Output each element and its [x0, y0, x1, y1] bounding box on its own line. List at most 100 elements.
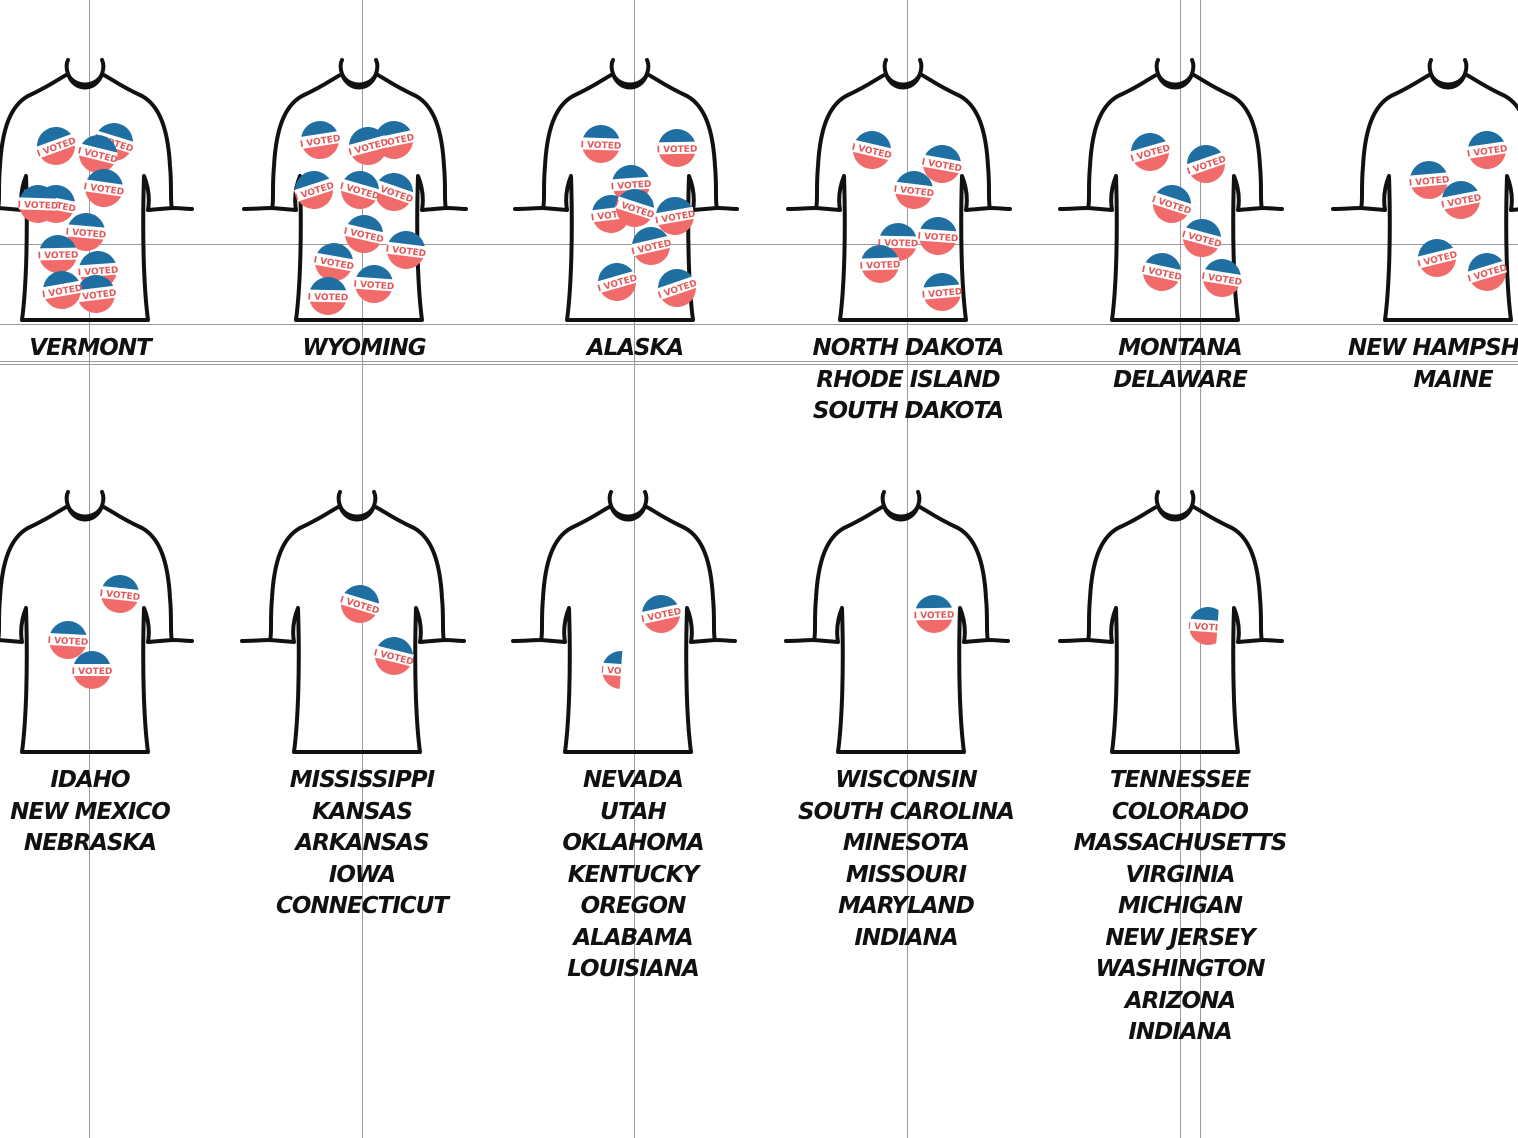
state-label-list: Vermont [0, 333, 250, 365]
i-voted-sticker-icon: I VOTED [1408, 161, 1450, 199]
svg-text:I VOTED: I VOTED [1187, 622, 1228, 635]
i-voted-sticker-icon: I VOTED [1141, 253, 1183, 291]
i-voted-sticker-icon: I VOTED [1187, 607, 1228, 645]
tshirt-outline [1331, 58, 1518, 322]
state-name: Utah [600, 798, 667, 825]
svg-text:I VOTED: I VOTED [657, 145, 698, 156]
i-voted-sticker-icon: I VOTED [338, 585, 380, 623]
state-name: Montana [1118, 335, 1242, 361]
state-label-list: New HampshireMaine [1293, 333, 1518, 396]
tshirt-icon: I VOTED [784, 490, 1010, 754]
i-voted-sticker-icon: I VOTED [1417, 239, 1458, 277]
i-voted-sticker-icon: I VOTED [313, 243, 355, 281]
state-name: Missouri [845, 861, 967, 888]
tshirt-outline [784, 490, 1010, 754]
state-name: Rhode Island [816, 366, 1000, 393]
state-name: Tennessee [1109, 767, 1251, 793]
state-label-list: NevadaUtahOklahomaKentuckyOregonAlabamaL… [473, 765, 793, 986]
tshirt-outline [513, 58, 739, 322]
i-voted-sticker-icon: I VOTED [630, 227, 672, 265]
state-name: Mississippi [289, 767, 435, 793]
state-name: Maryland [838, 893, 975, 919]
svg-text:I VOTED: I VOTED [99, 589, 141, 603]
state-label-list: IdahoNew MexicoNebraska [0, 765, 250, 860]
state-label-list: North DakotaRhode IslandSouth Dakota [748, 333, 1068, 428]
i-voted-sticker-icon: I VOTED [343, 215, 385, 253]
svg-text:I VOTED: I VOTED [308, 293, 349, 304]
state-name: New Hampshire [1348, 335, 1518, 361]
i-voted-sticker-icon: I VOTED [1150, 185, 1192, 223]
i-voted-sticker-icon: I VOTED [860, 245, 901, 283]
i-voted-sticker-icon: I VOTED [1440, 181, 1482, 219]
tshirt-icon: I VOTED I VOTED I VOTED [0, 490, 194, 754]
i-voted-sticker-icon: I VOTED [72, 651, 113, 689]
state-name: Indiana [1128, 1019, 1232, 1045]
svg-text:I VOTED: I VOTED [72, 667, 113, 677]
state-name: Minesota [842, 830, 970, 856]
i-voted-sticker-icon: I VOTED [353, 265, 395, 303]
state-name: Connecticut [275, 893, 449, 919]
i-voted-sticker-icon: I VOTED [47, 621, 88, 659]
tshirt-outline [0, 490, 194, 754]
i-voted-sticker-icon: I VOTED [657, 129, 698, 167]
tshirt-icon: I VOTED I VOTED [511, 490, 737, 754]
i-voted-sticker-icon: I VOTED [339, 171, 380, 209]
i-voted-sticker-icon: I VOTED [1181, 219, 1222, 257]
i-voted-sticker-icon: I VOTED [1201, 259, 1243, 297]
state-label-list: WisconsinSouth CarolinaMinesotaMissouriM… [746, 765, 1066, 954]
i-voted-sticker-icon: I VOTED [17, 185, 58, 223]
i-voted-sticker-icon: I VOTED [36, 127, 78, 165]
state-name: Nevada [583, 767, 684, 793]
i-voted-sticker-icon: I VOTED [613, 189, 655, 227]
svg-text:I VOTED: I VOTED [385, 245, 427, 260]
svg-text:I VOTED: I VOTED [17, 200, 58, 211]
i-voted-sticker-icon: I VOTED [657, 269, 699, 307]
tshirt-outline [242, 58, 468, 322]
state-name: Louisiana [567, 956, 700, 982]
state-name: Indiana [854, 924, 958, 951]
svg-text:I VOTED: I VOTED [914, 611, 955, 622]
svg-text:I VOTED: I VOTED [1408, 175, 1449, 189]
i-voted-sticker-icon: I VOTED [99, 575, 141, 613]
tshirt-icon: I VOTED [1058, 490, 1284, 754]
tshirt-outline [786, 58, 1012, 322]
i-voted-sticker-icon: I VOTED [851, 131, 893, 169]
state-name: Washington [1095, 956, 1266, 982]
i-voted-sticker-icon: I VOTED [640, 595, 682, 633]
state-name: Kentucky [567, 861, 700, 888]
i-voted-sticker-icon: I VOTED [77, 135, 118, 173]
i-voted-sticker-icon: I VOTED [1186, 145, 1228, 183]
state-name: North Dakota [812, 335, 1005, 361]
svg-text:I VOTED: I VOTED [917, 232, 958, 245]
svg-text:I VOTED: I VOTED [878, 239, 919, 250]
i-voted-sticker-icon: I VOTED [597, 263, 638, 301]
i-voted-sticker-icon: I VOTED [921, 273, 963, 311]
i-voted-sticker-icon: I VOTED [38, 235, 78, 273]
i-voted-sticker-icon: I VOTED [601, 651, 623, 689]
svg-text:I VOTED: I VOTED [893, 185, 935, 200]
svg-text:I VOTED: I VOTED [610, 180, 651, 193]
state-name: Kansas [312, 798, 413, 825]
state-label-list: TennesseeColoradoMassachusettsVirginiaMi… [1020, 765, 1340, 1049]
svg-text:I VOTED: I VOTED [353, 280, 394, 293]
state-name: Iowa [328, 861, 396, 888]
svg-text:I VOTED: I VOTED [580, 140, 621, 151]
state-name: Virginia [1125, 861, 1235, 888]
state-name: Oklahoma [562, 830, 704, 856]
state-name: Colorado [1112, 798, 1249, 825]
state-label-list: MontanaDelaware [1020, 333, 1340, 396]
state-name: Alaska [586, 335, 684, 361]
i-voted-sticker-icon: I VOTED [65, 213, 107, 251]
state-name: Massachusetts [1073, 830, 1288, 856]
i-voted-sticker-icon: I VOTED [921, 145, 963, 183]
i-voted-sticker-icon: I VOTED [893, 171, 935, 209]
i-voted-sticker-icon: I VOTED [348, 127, 389, 165]
tshirt-outline [1058, 490, 1284, 754]
i-voted-sticker-icon: I VOTED [372, 173, 414, 211]
svg-text:I VOTED: I VOTED [77, 266, 118, 279]
